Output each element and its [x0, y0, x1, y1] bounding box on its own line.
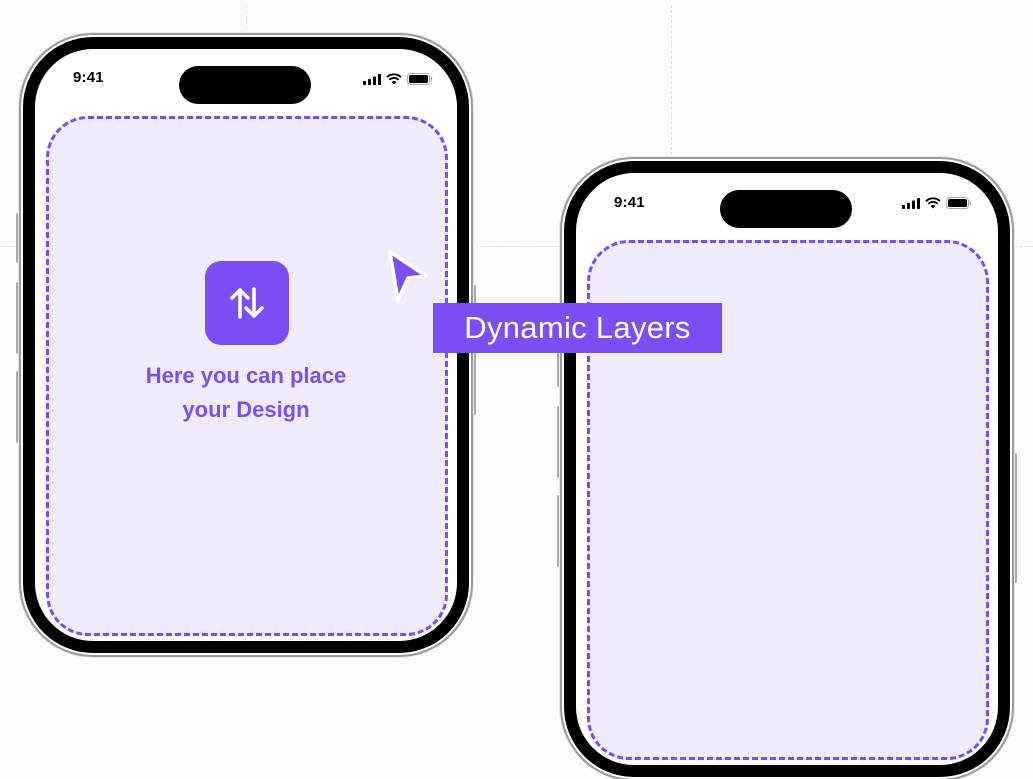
phone-screen: 9:41 Here you can place your Design [35, 49, 457, 641]
volume-up-button [16, 282, 20, 354]
battery-icon [407, 73, 433, 85]
guide-line [671, 5, 672, 155]
swap-vertical-arrows-icon [205, 261, 289, 345]
guide-line [1008, 246, 1033, 247]
cursor-label: Dynamic Layers [433, 303, 722, 353]
dynamic-island [720, 190, 852, 228]
volume-down-button [16, 371, 20, 443]
placeholder-line-1: Here you can place [145, 363, 347, 388]
power-button [1013, 453, 1017, 583]
action-button [557, 337, 561, 387]
volume-down-button [557, 495, 561, 567]
phone-mockup-right: 9:41 [562, 159, 1012, 779]
dynamic-island [179, 66, 311, 104]
placeholder-text: Here you can place your Design [96, 359, 396, 427]
wifi-icon [925, 197, 941, 209]
action-button [16, 213, 20, 263]
guide-line [246, 5, 247, 35]
volume-up-button [557, 406, 561, 478]
status-icons [902, 197, 972, 209]
placeholder-line-2: your Design [182, 397, 310, 422]
design-drop-zone[interactable] [46, 116, 448, 636]
pointer-cursor-icon [388, 250, 428, 302]
status-icons [363, 73, 433, 85]
phone-screen: 9:41 [576, 173, 998, 765]
guide-line [0, 246, 20, 247]
guide-line [476, 246, 560, 247]
cellular-signal-icon [363, 73, 381, 85]
status-time: 9:41 [73, 69, 104, 86]
battery-icon [946, 197, 972, 209]
wifi-icon [386, 73, 402, 85]
cellular-signal-icon [902, 197, 920, 209]
phone-mockup-left: 9:41 Here you can place your Design [21, 35, 471, 655]
status-time: 9:41 [614, 194, 645, 211]
